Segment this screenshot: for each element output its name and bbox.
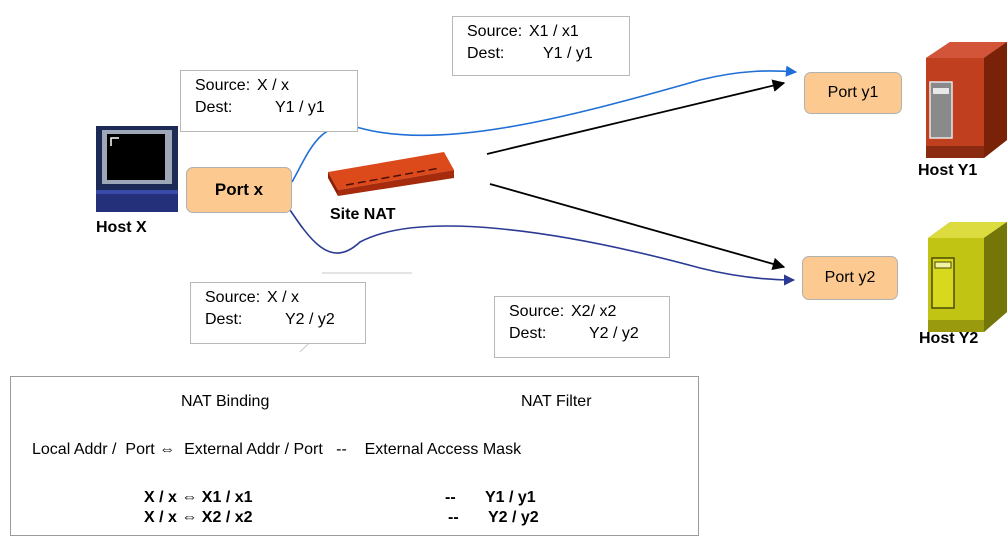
- flow-to-y1-curve: [291, 65, 798, 183]
- packet-label-x-to-y1: Source:X / x Dest:Y1 / y1: [180, 70, 358, 132]
- host-y2-server-icon: [928, 222, 1007, 332]
- table-row-1-binding: X / x ⇔ X1 / x1: [144, 489, 253, 506]
- host-x-label: Host X: [96, 219, 147, 236]
- host-y1-label: Host Y1: [918, 162, 978, 179]
- table-row-2-sep: --: [448, 509, 459, 526]
- host-x-computer-icon: [96, 126, 178, 212]
- nat-binding-table: NAT Binding NAT Filter Local Addr / Port…: [10, 376, 699, 536]
- nat-to-y2-arrow: [489, 183, 786, 270]
- packet-label-x2-to-y2: Source:X2/ x2 Dest:Y2 / y2: [494, 296, 670, 358]
- port-y1: Port y1: [804, 72, 902, 114]
- packet-label-x-to-y2: Source:X / x Dest:Y2 / y2: [190, 282, 366, 344]
- port-x: Port x: [186, 167, 292, 213]
- table-columns-line: Local Addr / Port ⇔ External Addr / Port…: [32, 441, 522, 458]
- table-row-1-sep: --: [445, 489, 456, 506]
- port-y2: Port y2: [802, 256, 898, 300]
- site-nat-router-icon: [328, 152, 454, 196]
- flow-to-y2-curve: [285, 203, 796, 286]
- nat-filter-header: NAT Filter: [521, 393, 592, 410]
- host-y2-label: Host Y2: [919, 330, 979, 347]
- packet-label-x1-to-y1: Source:X1 / x1 Dest:Y1 / y1: [452, 16, 630, 76]
- site-nat-label: Site NAT: [330, 206, 396, 223]
- nat-binding-header: NAT Binding: [181, 393, 270, 410]
- host-y1-server-icon: [926, 42, 1007, 158]
- table-row-1-filter: Y1 / y1: [485, 489, 536, 506]
- table-row-2-filter: Y2 / y2: [488, 509, 539, 526]
- table-row-2-binding: X / x ⇔ X2 / x2: [144, 509, 253, 526]
- nat-to-y1-arrow: [486, 79, 786, 155]
